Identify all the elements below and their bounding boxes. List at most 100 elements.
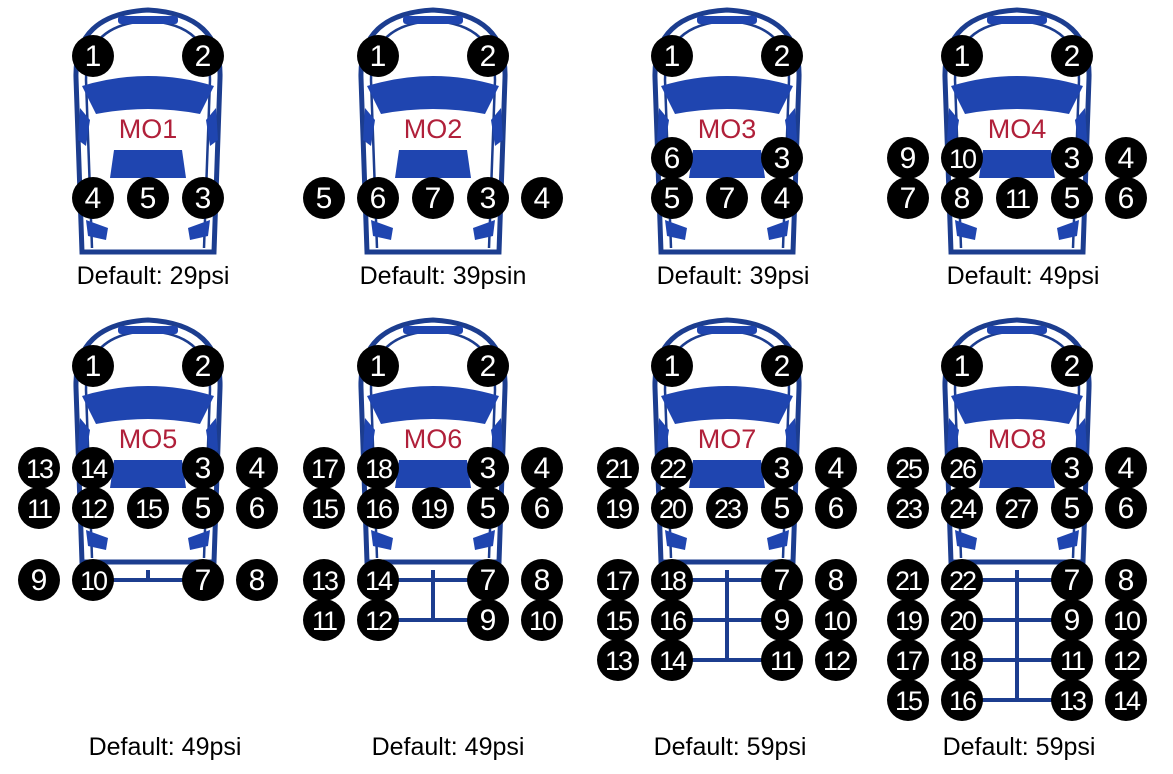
tire-badge-circle xyxy=(521,599,563,641)
front-grille xyxy=(403,326,463,334)
tire-position-badge: 15 xyxy=(127,487,169,529)
tire-badge-circle xyxy=(706,177,748,219)
left-side-window xyxy=(363,418,375,456)
tire-number: 24 xyxy=(949,494,977,524)
tire-badge-circle xyxy=(357,599,399,641)
caption-mo6: Default: 49psi xyxy=(371,733,525,761)
model-label: MO6 xyxy=(404,424,463,454)
tire-position-badge: 6 xyxy=(236,487,278,529)
tire-position-badge: 5 xyxy=(651,177,693,219)
left-tail-light xyxy=(371,220,393,240)
left-side-window xyxy=(657,418,669,456)
tire-badge-circle xyxy=(761,345,803,387)
tire-position-badge: 27 xyxy=(996,487,1038,529)
tire-position-badge: 23 xyxy=(706,487,748,529)
tire-badge-circle xyxy=(1051,639,1093,681)
tire-number: 1 xyxy=(370,40,387,73)
caption-mo5: Default: 49psi xyxy=(88,733,242,761)
tire-position-badge: 3 xyxy=(182,447,224,489)
tire-position-badge: 22 xyxy=(941,559,983,601)
tire-badge-circle xyxy=(303,177,345,219)
tire-number: 18 xyxy=(365,454,392,484)
tire-position-badge: 18 xyxy=(357,447,399,489)
tire-number: 7 xyxy=(719,182,736,215)
tire-position-badge: 14 xyxy=(651,639,693,681)
right-tail-light xyxy=(1057,530,1079,550)
tire-position-badge: 9 xyxy=(761,599,803,641)
tire-position-badge: 17 xyxy=(303,447,345,489)
tire-position-badge: 13 xyxy=(303,559,345,601)
tire-position-badge: 5 xyxy=(182,487,224,529)
tire-badge-circle xyxy=(72,487,114,529)
tire-position-badge: 8 xyxy=(815,559,857,601)
tire-position-badge: 19 xyxy=(597,487,639,529)
tire-number: 4 xyxy=(85,182,102,215)
left-side-window xyxy=(78,108,90,146)
tire-badge-circle xyxy=(761,447,803,489)
windshield xyxy=(82,76,214,114)
tire-badge-circle xyxy=(357,35,399,77)
tire-badge-circle xyxy=(303,487,345,529)
tire-badge-circle xyxy=(761,639,803,681)
right-side-window xyxy=(1075,108,1087,146)
tire-number: 16 xyxy=(365,494,392,524)
tire-number: 1 xyxy=(664,40,681,73)
tire-badge-circle xyxy=(651,35,693,77)
tire-badge-circle xyxy=(467,599,509,641)
tire-badge-circle xyxy=(18,559,60,601)
tire-number: 4 xyxy=(828,452,845,485)
tire-number: 18 xyxy=(949,646,976,676)
tire-number: 11 xyxy=(27,494,52,524)
tire-number: 6 xyxy=(1118,492,1135,525)
tire-position-badge: 11 xyxy=(761,639,803,681)
rear-window xyxy=(979,460,1055,488)
left-side-window xyxy=(657,108,669,146)
tire-position-badge: 1 xyxy=(72,35,114,77)
tire-position-badge: 4 xyxy=(521,177,563,219)
tire-badge-circle xyxy=(761,137,803,179)
tire-badge-circle xyxy=(887,177,929,219)
tire-number: 3 xyxy=(480,182,497,215)
tire-number: 3 xyxy=(774,142,791,175)
tire-badge-circle xyxy=(1105,559,1147,601)
tire-badge-circle xyxy=(651,487,693,529)
tire-position-badge: 4 xyxy=(1105,137,1147,179)
tire-position-badge: 2 xyxy=(1051,35,1093,77)
windshield xyxy=(661,386,793,424)
tire-number: 8 xyxy=(954,182,971,215)
left-tail-light xyxy=(665,530,687,550)
tire-position-badge: 6 xyxy=(521,487,563,529)
tire-badge-circle xyxy=(127,487,169,529)
tire-number: 6 xyxy=(249,492,266,525)
tire-position-badge: 12 xyxy=(357,599,399,641)
tire-number: 25 xyxy=(895,454,922,484)
model-label: MO5 xyxy=(119,424,178,454)
tire-number: 2 xyxy=(1064,350,1081,383)
tire-position-badge: 1 xyxy=(651,35,693,77)
tire-number: 22 xyxy=(659,454,686,484)
tire-badge-circle xyxy=(357,447,399,489)
tire-number: 2 xyxy=(195,350,212,383)
tire-number: 11 xyxy=(770,646,795,676)
tire-badge-circle xyxy=(1051,679,1093,721)
tire-number: 13 xyxy=(1059,686,1086,716)
tire-number: 23 xyxy=(714,494,741,524)
tire-number: 17 xyxy=(311,454,338,484)
caption-mo7: Default: 59psi xyxy=(653,733,807,761)
tire-number: 10 xyxy=(823,606,850,636)
tire-position-badge: 18 xyxy=(941,639,983,681)
tire-badge-circle xyxy=(1105,487,1147,529)
tire-badge-circle xyxy=(467,35,509,77)
tire-number: 4 xyxy=(534,452,551,485)
right-side-window xyxy=(206,108,218,146)
tire-number: 1 xyxy=(954,40,971,73)
left-tail-light xyxy=(955,220,977,240)
windshield xyxy=(951,76,1083,114)
tire-number: 15 xyxy=(605,606,632,636)
tire-position-badge: 1 xyxy=(651,345,693,387)
tire-number: 11 xyxy=(312,606,337,636)
